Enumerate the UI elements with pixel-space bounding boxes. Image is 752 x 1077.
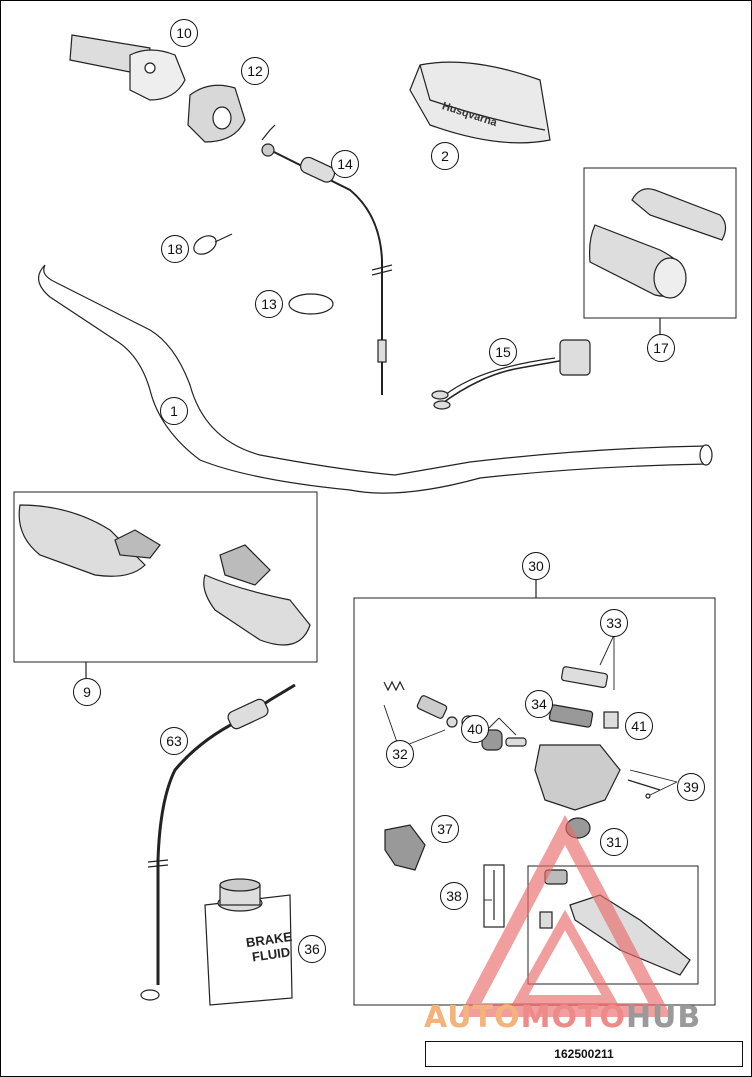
callout-15: 15 bbox=[489, 338, 517, 366]
handlebar-pad bbox=[409, 61, 551, 144]
callout-39: 39 bbox=[677, 773, 705, 801]
callout-1: 1 bbox=[160, 397, 188, 425]
brake-fluid-bottle bbox=[204, 894, 293, 1006]
handguards-box bbox=[13, 491, 318, 663]
callout-9: 9 bbox=[73, 678, 101, 706]
watermark-part2: MOTO bbox=[520, 1000, 626, 1035]
throttle-cable bbox=[269, 149, 383, 395]
watermark-part1: AUTO bbox=[424, 1000, 521, 1035]
kill-switch bbox=[439, 359, 566, 406]
callout-34: 34 bbox=[525, 690, 553, 718]
callout-32: 32 bbox=[386, 740, 414, 768]
hydraulic-hose bbox=[156, 683, 296, 985]
callout-13: 13 bbox=[255, 290, 283, 318]
callout-38: 38 bbox=[440, 882, 468, 910]
cable-tie bbox=[193, 235, 217, 255]
lever-box bbox=[527, 865, 699, 985]
callout-33: 33 bbox=[600, 609, 628, 637]
callout-36: 36 bbox=[298, 935, 326, 963]
watermark-part3: HUB bbox=[625, 1000, 702, 1035]
handlebar bbox=[38, 264, 709, 494]
callout-40: 40 bbox=[461, 715, 489, 743]
callout-18: 18 bbox=[161, 235, 189, 263]
callout-37: 37 bbox=[431, 815, 459, 843]
callout-2: 2 bbox=[431, 142, 459, 170]
o-ring bbox=[288, 293, 334, 315]
callout-12: 12 bbox=[241, 57, 269, 85]
watermark-text: AUTOMOTOHUB bbox=[424, 1000, 701, 1035]
watermark-triangle bbox=[458, 815, 672, 1017]
callout-30: 30 bbox=[522, 552, 550, 580]
callout-17: 17 bbox=[647, 334, 675, 362]
callout-31: 31 bbox=[600, 828, 628, 856]
callout-41: 41 bbox=[625, 712, 653, 740]
part-number: 162500211 bbox=[425, 1041, 743, 1067]
callout-14: 14 bbox=[331, 150, 359, 178]
callout-63: 63 bbox=[160, 727, 188, 755]
callout-10: 10 bbox=[170, 19, 198, 47]
